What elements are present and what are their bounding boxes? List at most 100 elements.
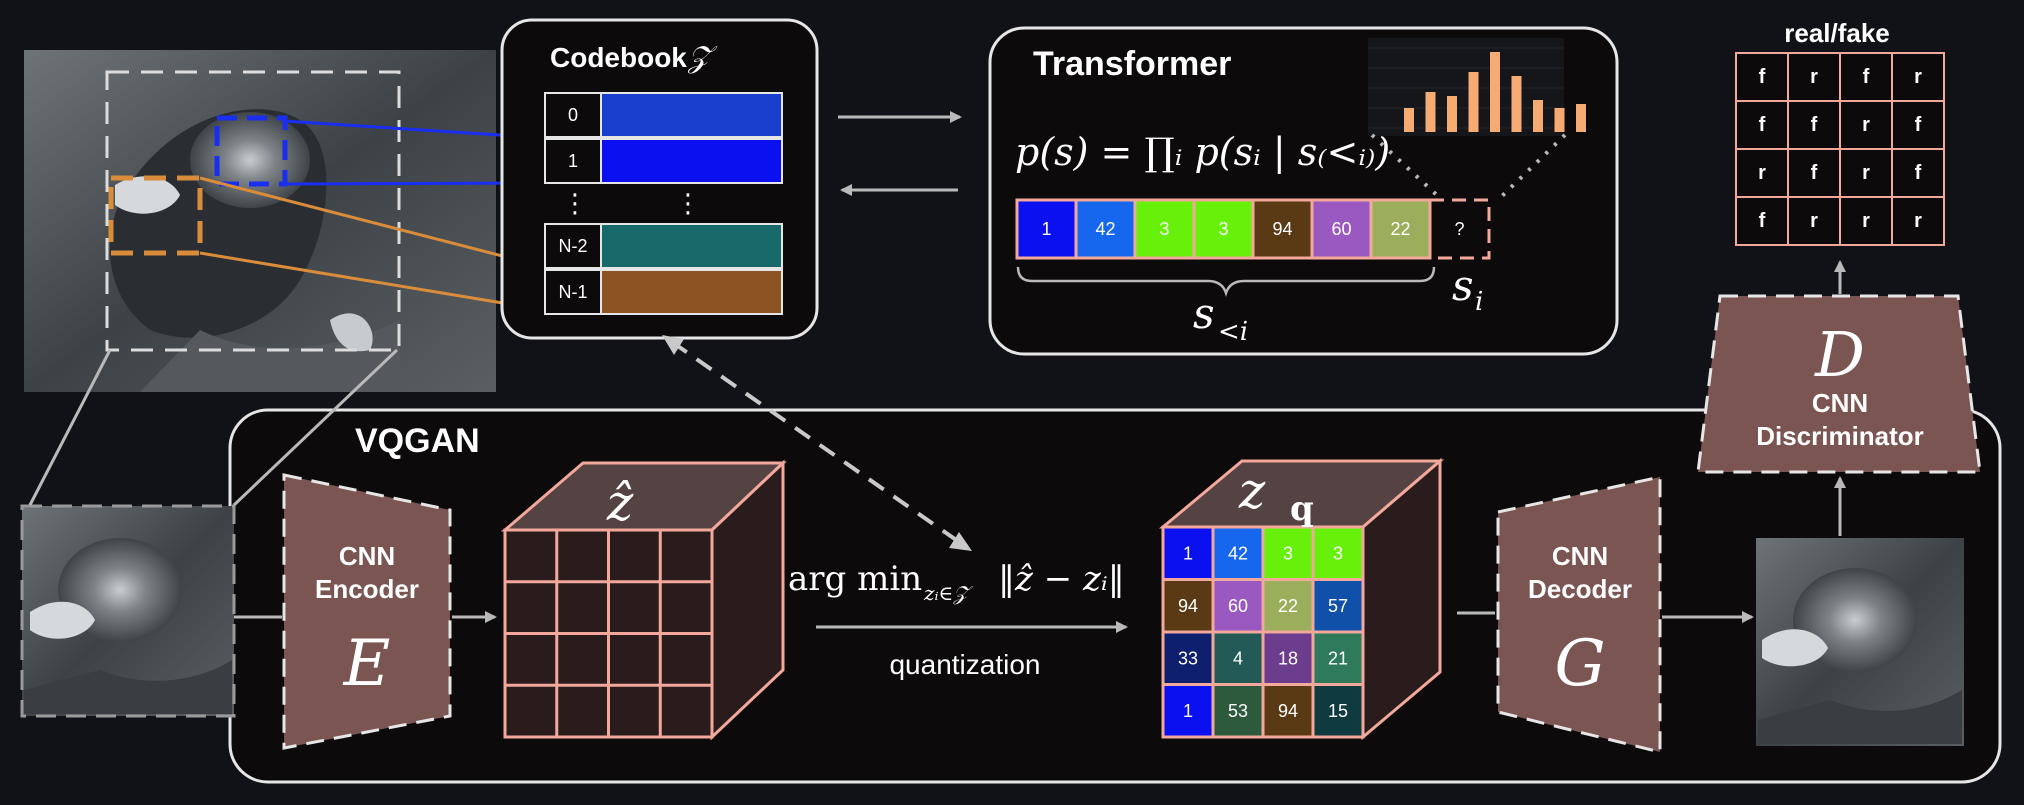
prefix-brace — [1016, 266, 1436, 297]
cnn-discriminator: D CNN Discriminator — [1696, 294, 1982, 474]
real-fake-value: r — [1758, 162, 1766, 184]
real-fake-value: f — [1811, 162, 1818, 184]
z-q-value: 18 — [1278, 648, 1298, 668]
codebook-index: N-2 — [558, 236, 587, 256]
z-q-value: 53 — [1228, 701, 1248, 721]
discriminator-line1: CNN — [1812, 388, 1868, 418]
codebook-entry: N-1 — [544, 269, 783, 315]
histogram-background — [1368, 38, 1564, 136]
codebook-ellipsis-right: ⋮ — [675, 188, 701, 218]
histogram-bar — [1490, 52, 1500, 132]
z-q-value: 3 — [1333, 543, 1343, 563]
histogram-bar — [1468, 72, 1479, 132]
discriminator-symbol: D — [1814, 318, 1865, 391]
real-fake-value: f — [1863, 66, 1870, 88]
cnn-decoder: CNN Decoder G — [1496, 475, 1662, 754]
real-fake-cell — [1839, 100, 1893, 150]
real-fake-cell — [1839, 196, 1893, 246]
real-fake-cell — [1787, 100, 1841, 150]
z-q-value: 94 — [1178, 596, 1198, 616]
next-label: s — [1452, 261, 1474, 310]
codebook-ellipsis-left: ⋮ — [562, 188, 588, 218]
real-fake-cell — [1839, 52, 1893, 102]
codebook-vector — [600, 269, 783, 315]
input-image-small — [20, 504, 236, 718]
real-fake-value: r — [1914, 66, 1922, 88]
z-q-value: 21 — [1328, 648, 1348, 668]
real-fake-cell — [1891, 196, 1945, 246]
prefix-subscript: <i — [1218, 317, 1248, 347]
codebook-index: N-1 — [558, 282, 587, 302]
codebook-transformer-arrows — [838, 111, 962, 196]
real-fake-cell — [1839, 148, 1893, 198]
codebook-lookup-arrow — [662, 335, 972, 551]
z-q-cell — [1261, 683, 1315, 739]
codebook-title: Codebook — [550, 42, 687, 73]
real-fake-cell — [1735, 148, 1789, 198]
token-value: 1 — [1041, 219, 1051, 239]
z-q-value: 3 — [1283, 543, 1293, 563]
output-image — [1756, 538, 1964, 746]
argmin-subscript: zᵢ∈𝒵 — [923, 581, 973, 605]
quantization-step: arg min zᵢ∈𝒵 ‖ẑ − zᵢ‖ quantization — [788, 559, 1128, 680]
token-cell — [1133, 198, 1196, 260]
z-q-cell — [1161, 683, 1215, 739]
z-q-value: 4 — [1233, 648, 1243, 668]
real-fake-value: f — [1759, 210, 1766, 232]
decoder-line1: CNN — [1552, 541, 1608, 571]
token-value: 22 — [1390, 219, 1410, 239]
token-value: 60 — [1331, 219, 1351, 239]
real-fake-value: r — [1862, 114, 1870, 136]
real-fake-cell — [1735, 100, 1789, 150]
histogram-bar — [1425, 92, 1436, 132]
token-value: 94 — [1272, 219, 1292, 239]
z-hat-cube: ẑ — [500, 459, 787, 741]
codebook-entry: N-2 — [544, 223, 783, 269]
token-cell — [1310, 198, 1373, 260]
argmin-text: arg min — [788, 559, 922, 599]
histogram-bar — [1533, 100, 1543, 132]
token-probability-histogram — [1368, 38, 1586, 136]
histogram-bar — [1447, 96, 1457, 132]
z-q-subscript: q — [1290, 489, 1314, 529]
histogram-bar — [1511, 76, 1522, 132]
z-q-value: 15 — [1328, 701, 1348, 721]
codebook-entry: 1 — [544, 138, 783, 184]
input-image-large — [24, 50, 496, 392]
codebook-index-cell — [544, 92, 602, 138]
prefix-label: s — [1193, 289, 1215, 338]
z-q-value: 1 — [1183, 701, 1193, 721]
real-fake-value: r — [1862, 210, 1870, 232]
real-fake-value: f — [1759, 66, 1766, 88]
real-fake-cell — [1787, 148, 1841, 198]
z-q-cell — [1211, 683, 1265, 739]
real-fake-value: r — [1862, 162, 1870, 184]
z-q-value: 94 — [1278, 701, 1298, 721]
z-hat-grid — [505, 530, 712, 737]
cnn-encoder: CNN Encoder E — [282, 473, 452, 750]
zoom-line-left — [28, 349, 112, 506]
z-q-cell — [1311, 630, 1365, 686]
zoom-line-right — [232, 348, 399, 507]
next-token-value: ? — [1454, 219, 1464, 239]
real-fake-value: r — [1914, 210, 1922, 232]
codebook-index-cell — [544, 138, 602, 184]
histogram-bar — [1404, 108, 1414, 132]
next-token-cell — [1428, 198, 1491, 260]
codebook-entry: 0 — [544, 92, 783, 138]
z-hat-label: ẑ — [606, 474, 634, 532]
real-fake-cell — [1787, 196, 1841, 246]
real-fake-cell — [1787, 52, 1841, 102]
z-q-value: 1 — [1183, 543, 1193, 563]
real-fake-title: real/fake — [1784, 18, 1890, 48]
decoder-symbol: G — [1554, 627, 1605, 701]
histogram-bar — [1576, 104, 1586, 132]
token-value: 3 — [1159, 219, 1169, 239]
